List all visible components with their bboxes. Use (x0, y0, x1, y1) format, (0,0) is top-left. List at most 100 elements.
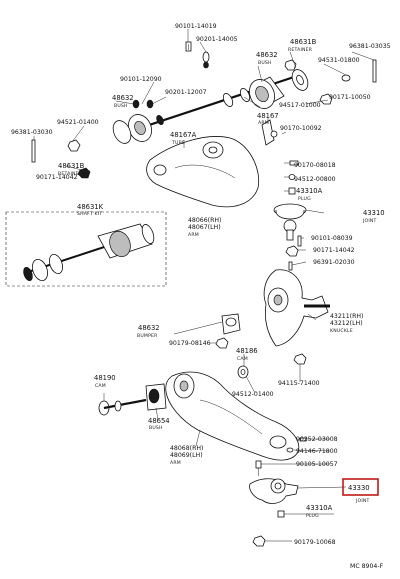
label-90171-14042-right: 90171-14042 (313, 247, 355, 254)
bumper-48632 (221, 313, 241, 335)
label-90171-14042-top: 90171-14042 (36, 174, 78, 181)
label-43310-top-sub: JOINT (362, 218, 377, 224)
lower-arm-48068 (165, 371, 300, 461)
label-48654: 48654 (148, 417, 170, 425)
nut-90171-10050 (319, 93, 333, 105)
knuckle-43211 (263, 269, 330, 347)
label-43330[interactable]: 43330 (348, 484, 370, 492)
bolt-90252-03008 (299, 437, 307, 442)
nut-90179-10068 (252, 535, 266, 547)
label-43310a-bottom-sub: PLUG (306, 513, 319, 519)
label-90201-14005: 90201-14005 (196, 36, 238, 43)
pin-96381-03030 (31, 139, 36, 163)
label-48632-left-sub: BUSH (114, 103, 128, 109)
arm-48167 (261, 119, 278, 146)
bolt-90101-08039 (297, 235, 302, 247)
label-48654-sub: BUSH (149, 425, 163, 431)
label-48632-top-sub: BUSH (258, 60, 272, 66)
label-90105-10057: 90105-10057 (296, 461, 338, 468)
label-48631b-top-sub: RETAINER (288, 47, 313, 53)
label-48190-sub: CAM (95, 383, 106, 389)
label-96381-03035: 96381-03035 (349, 43, 391, 50)
upper-ball-joint-43310 (273, 203, 307, 241)
label-90101-08039: 90101-08039 (311, 235, 353, 242)
pin-96391-02030 (288, 261, 293, 271)
label-94517-01000: 94517-01000 (279, 102, 321, 109)
label-43310a-bottom: 43310A (306, 504, 333, 512)
label-94531-01800: 94531-01800 (318, 57, 360, 64)
leader-lines (33, 29, 375, 542)
label-48167a-sub: TUBE (171, 140, 185, 146)
label-43330-sub: JOINT (355, 498, 370, 504)
washer-90201-14005 (202, 51, 210, 69)
part-labels: 90101-14019 90201-14005 48632 BUSH 48631… (11, 23, 391, 570)
label-48632-left: 48632 (112, 94, 134, 102)
washer-94146-71800 (286, 447, 294, 453)
label-48066: 48066(RH) (188, 217, 221, 224)
lower-ball-joint-43330 (249, 478, 299, 504)
label-48631b-top: 48631B (290, 38, 317, 46)
bolt-90105-10057 (255, 460, 262, 476)
label-96381-03030: 96381-03030 (11, 129, 53, 136)
label-94512-00800: 94512-00800 (294, 176, 336, 183)
label-48186-sub: CAM (237, 356, 248, 362)
label-96391-02030: 96391-02030 (313, 259, 355, 266)
label-90179-10068: 90179-10068 (294, 539, 336, 546)
label-43211: 43211(RH) (330, 313, 363, 320)
cam-48186 (237, 365, 249, 379)
label-48069: 48069(LH) (170, 452, 203, 459)
label-90179-08146: 90179-08146 (169, 340, 211, 347)
label-4806-sub: ARM (188, 232, 199, 238)
label-94146-71800: 94146-71800 (296, 448, 338, 455)
cam-48190 (98, 398, 147, 416)
bolt-90101-14019 (185, 41, 192, 52)
label-48632-mid-sub: BUMPER (137, 333, 158, 339)
nut-90179-08146 (215, 337, 229, 349)
label-48190: 48190 (94, 374, 116, 382)
upper-shaft-assembly (112, 59, 309, 144)
label-43310-top: 43310 (363, 209, 385, 217)
label-48631k-sub: SHAFT KIT (77, 211, 102, 217)
washer-94531-01800 (341, 74, 351, 82)
label-48167a: 48167A (170, 131, 197, 139)
plug-43310a-bottom (277, 510, 285, 518)
plug-43310a-top (288, 187, 296, 195)
nut-94115-71400 (293, 353, 307, 365)
label-94115-71400: 94115-71400 (278, 380, 320, 387)
nut-90171-14042-top (77, 167, 91, 179)
bush-48654 (145, 383, 167, 411)
footer-code: MC 8904-F (350, 563, 384, 570)
label-48167: 48167 (257, 112, 279, 120)
label-48632-top: 48632 (256, 51, 278, 59)
label-48631b: 48631B (58, 162, 85, 170)
label-48631k: 48631K (77, 203, 104, 211)
pin-96381-03035 (372, 59, 377, 83)
label-90170-08018: 90170-08018 (294, 162, 336, 169)
label-43310a-top-sub: PLUG (298, 196, 311, 202)
upper-arm-48066 (146, 136, 260, 208)
nut-94521-01400 (67, 139, 81, 152)
label-48067: 48067(LH) (188, 224, 221, 231)
label-4321-sub: KNUCKLE (330, 328, 353, 334)
label-90101-12090: 90101-12090 (120, 76, 162, 83)
label-94521-01400: 94521-01400 (57, 119, 99, 126)
label-48068: 48068(RH) (170, 445, 203, 452)
label-90201-12007: 90201-12007 (165, 89, 207, 96)
label-90171-10050: 90171-10050 (329, 94, 371, 101)
nut-90171-14042-right (285, 245, 299, 257)
label-94512-01400: 94512-01400 (232, 391, 274, 398)
highlight-box-43330 (342, 478, 379, 496)
label-43310a-top: 43310A (296, 187, 323, 195)
shaft-kit-48631k (23, 223, 155, 282)
label-48167-sub: ARM (258, 120, 269, 126)
label-90170-10092: 90170-10092 (280, 125, 322, 132)
label-90252-03008: 90252-03008 (296, 436, 338, 443)
label-48631b-sub: RETAINER (58, 171, 83, 177)
label-90101-14019: 90101-14019 (175, 23, 217, 30)
shaft-kit-box (5, 211, 167, 287)
label-48632-mid: 48632 (138, 324, 160, 332)
label-48186: 48186 (236, 347, 258, 355)
label-4806b-sub: ARM (170, 460, 181, 466)
label-43212: 43212(LH) (330, 320, 363, 327)
